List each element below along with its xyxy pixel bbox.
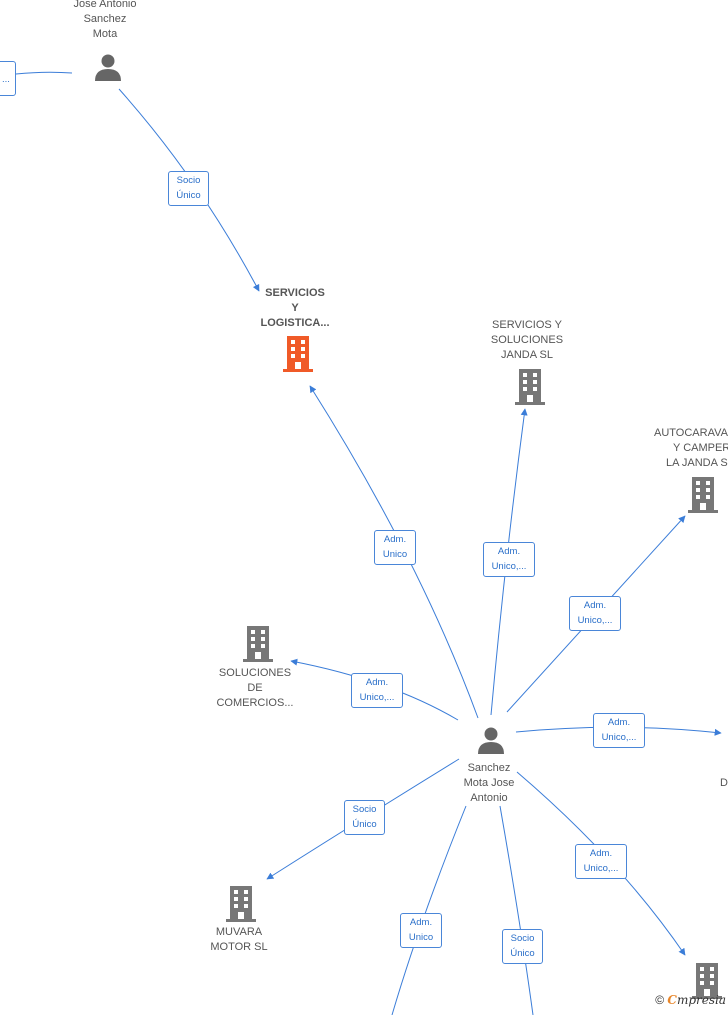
edge-label-text: Unico,... <box>601 732 637 743</box>
edge-sanchez-to-bottom <box>391 805 467 1015</box>
edge-label-text: Unico <box>408 932 434 943</box>
label-line: Y <box>291 302 299 314</box>
label-line: SERVICIOS <box>265 287 325 299</box>
edge-label-adm-unico[interactable]: Adm. Unico <box>400 913 442 948</box>
edge-label-text: Unico,... <box>491 561 527 572</box>
edge-label-text: Único <box>352 819 377 830</box>
node-label-muvara[interactable]: MUVARA MOTOR SL <box>194 925 284 955</box>
label-line: Antonio <box>470 792 508 804</box>
label-line: MOTOR SL <box>210 941 268 953</box>
node-label-right-partial[interactable]: D <box>720 776 728 791</box>
building-icon[interactable] <box>225 886 257 922</box>
edge-label-text: Unico,... <box>577 615 613 626</box>
edge-label-text: Adm. <box>583 600 607 611</box>
edge-left-partial <box>15 71 73 75</box>
label-line: DE <box>247 682 263 694</box>
edge-label-text: Socio <box>510 933 535 944</box>
edge-label-text: Adm. <box>589 848 613 859</box>
building-icon[interactable] <box>514 369 546 405</box>
label-line: LOGISTICA... <box>260 317 330 329</box>
label-line: AUTOCARAVAN <box>654 427 728 439</box>
edge-label-text: Adm. <box>497 546 521 557</box>
label-line: Sanchez <box>467 762 511 774</box>
building-icon[interactable] <box>242 626 274 662</box>
edge-label-socio-unico[interactable]: Socio Único <box>168 171 209 206</box>
node-label-jose-antonio[interactable]: Jose Antonio Sanchez Mota <box>60 0 150 42</box>
edge-label-adm-unico[interactable]: Adm. Unico,... <box>483 542 535 577</box>
edge-label-text: Adm. <box>383 534 407 545</box>
label-line: D <box>720 777 728 789</box>
edge-label-text: Único <box>176 190 201 201</box>
brand-logo: Cmpresia <box>667 993 726 1007</box>
node-label-autocaravanas[interactable]: AUTOCARAVAN Y CAMPER LA JANDA S <box>650 426 728 471</box>
label-line: Mota Jose <box>463 777 515 789</box>
edge-label-adm-unico[interactable]: Adm. Unico <box>374 530 416 565</box>
empresia-watermark: © Cmpresia <box>655 993 726 1007</box>
building-icon-main[interactable] <box>282 336 314 372</box>
label-line: SERVICIOS Y <box>492 319 562 331</box>
edge-label-text: Socio <box>352 804 377 815</box>
label-line: MUVARA <box>215 926 263 938</box>
person-icon[interactable] <box>477 726 505 754</box>
label-line: SOLUCIONES <box>218 667 292 679</box>
edge-label-text: Socio <box>176 175 201 186</box>
label-line: LA JANDA S <box>666 457 728 469</box>
edge-label-text: Unico,... <box>583 863 619 874</box>
label-line: Y CAMPER <box>673 442 728 454</box>
label-line: Jose Antonio <box>73 0 137 10</box>
edge-label-text: Unico <box>382 549 408 560</box>
building-icon[interactable] <box>687 477 719 513</box>
edge-label-text: Unico,... <box>359 692 395 703</box>
edge-label-socio-unico[interactable]: Socio Único <box>502 929 543 964</box>
label-line: Mota <box>92 28 118 40</box>
brand-rest: mpresia <box>676 993 726 1007</box>
edge-label-adm-unico[interactable]: Adm. Unico,... <box>593 713 645 748</box>
edge-label-text: Adm. <box>365 677 389 688</box>
edge-label-adm-unico[interactable]: Adm. Unico,... <box>351 673 403 708</box>
node-label-soluciones-comercios[interactable]: SOLUCIONES DE COMERCIOS... <box>210 666 300 711</box>
node-label-sanchez-mota[interactable]: Sanchez Mota Jose Antonio <box>444 761 534 806</box>
person-icon[interactable] <box>94 53 122 81</box>
edge-label-text: Único <box>510 948 535 959</box>
brand-initial: C <box>667 993 677 1007</box>
building-icon[interactable] <box>691 963 723 999</box>
edge-label-adm-unico[interactable]: Adm. Unico,... <box>569 596 621 631</box>
edge-label-text: Adm. <box>409 917 433 928</box>
edge-label-left-partial[interactable]: ... <box>0 61 16 96</box>
copyright-symbol: © <box>655 993 665 1007</box>
node-label-servicios-logistica[interactable]: SERVICIOS Y LOGISTICA... <box>250 286 340 331</box>
edge-label-text: ... <box>2 74 10 85</box>
label-line: JANDA SL <box>501 349 553 361</box>
edge-sanchez-to-bottom2 <box>499 805 534 1015</box>
edge-label-adm-unico[interactable]: Adm. Unico,... <box>575 844 627 879</box>
label-line: Sanchez <box>83 13 127 25</box>
edge-label-text: Adm. <box>607 717 631 728</box>
label-line: COMERCIOS... <box>216 697 294 709</box>
label-line: SOLUCIONES <box>490 334 564 346</box>
edge-label-socio-unico[interactable]: Socio Único <box>344 800 385 835</box>
node-label-servicios-soluciones[interactable]: SERVICIOS Y SOLUCIONES JANDA SL <box>482 318 572 363</box>
